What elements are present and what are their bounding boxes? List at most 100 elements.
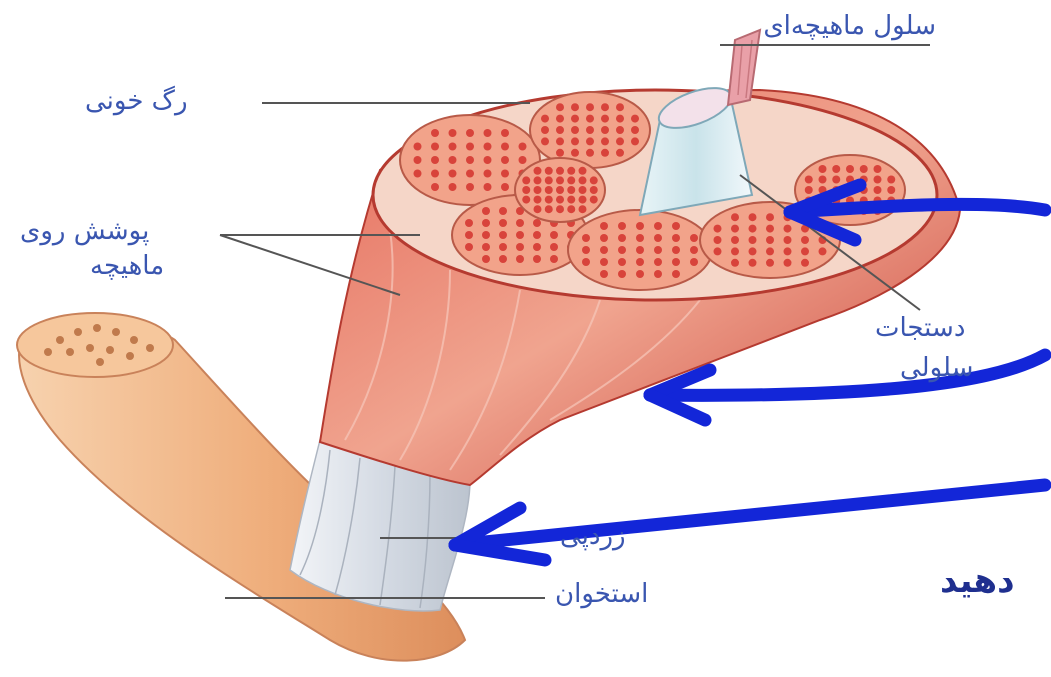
fiber-dot — [766, 213, 774, 221]
fiber-dot — [749, 236, 757, 244]
fiber-dot — [571, 149, 579, 157]
fiber-dot — [516, 219, 524, 227]
fiber-dot — [449, 129, 457, 137]
fiber-dot — [516, 255, 524, 263]
fiber-dot — [801, 236, 809, 244]
fiber-dot — [819, 247, 827, 255]
fiber-dot — [749, 225, 757, 233]
fiber-dot — [556, 103, 564, 111]
fiber-dot — [466, 170, 474, 178]
fiber-dot — [766, 225, 774, 233]
fiber-dot — [556, 126, 564, 134]
fiber-dot — [601, 137, 609, 145]
fiber-dot — [714, 225, 722, 233]
fiber-dot — [484, 156, 492, 164]
fiber-dot — [579, 196, 587, 204]
fiber-dot — [801, 247, 809, 255]
fiber-dot — [805, 186, 813, 194]
fiber-dot — [519, 156, 527, 164]
fiber-dot — [618, 246, 626, 254]
fiber-dot — [556, 115, 564, 123]
fiber-dot — [731, 213, 739, 221]
fiber-dot — [600, 246, 608, 254]
fiber-dot — [431, 183, 439, 191]
fiber-dot — [601, 126, 609, 134]
fiber-dot — [600, 222, 608, 230]
fiber-dot — [672, 246, 680, 254]
fiber-dot — [784, 247, 792, 255]
fiber-dot — [636, 222, 644, 230]
fiber-dot — [749, 259, 757, 267]
fiber-dot — [449, 183, 457, 191]
fiber-dot — [586, 115, 594, 123]
fiber-dot — [601, 115, 609, 123]
fiber-dot — [631, 115, 639, 123]
fiber-dot — [832, 165, 840, 173]
fiber-dot — [714, 247, 722, 255]
arrow-2 — [650, 355, 1045, 420]
fiber-dot — [545, 205, 553, 213]
fiber-dot — [484, 183, 492, 191]
fiber-dot — [449, 143, 457, 151]
fiber-dot — [586, 103, 594, 111]
fiber-dot — [582, 234, 590, 242]
fiber-dot — [590, 186, 598, 194]
fiber-dot — [541, 137, 549, 145]
fiber-dot — [484, 129, 492, 137]
fiber-dot — [466, 129, 474, 137]
fiber-dot — [499, 219, 507, 227]
fiber-dot — [672, 258, 680, 266]
fiber-dot — [466, 156, 474, 164]
fiber-dot — [414, 156, 422, 164]
fiber-dot — [499, 207, 507, 215]
fiber-dot — [731, 236, 739, 244]
fiber-dot — [533, 231, 541, 239]
fiber-dot — [887, 176, 895, 184]
fiber-dot — [533, 219, 541, 227]
fiber-dot — [482, 231, 490, 239]
fiber-dot — [579, 186, 587, 194]
fiber-dot — [501, 143, 509, 151]
fiber-dot — [874, 165, 882, 173]
fiber-dot — [522, 186, 530, 194]
fiber-dot — [465, 219, 473, 227]
fiber-dot — [654, 222, 662, 230]
fiber-dot — [654, 234, 662, 242]
fiber-dot — [499, 243, 507, 251]
fiber-dot — [541, 115, 549, 123]
fiber-dot — [690, 258, 698, 266]
fiber-dot — [819, 176, 827, 184]
label-connective-line1: دستجات — [875, 312, 965, 345]
fiber-dot — [618, 258, 626, 266]
fiber-dot — [533, 255, 541, 263]
fiber-dot — [616, 149, 624, 157]
label-connective-line2: سلولی — [900, 352, 973, 385]
fiber-dot — [600, 258, 608, 266]
fiber-dot — [805, 176, 813, 184]
fiber-dot — [636, 234, 644, 242]
fiber-dot — [550, 243, 558, 251]
fiber-dot — [522, 196, 530, 204]
fiber-dot — [545, 196, 553, 204]
fiber-dot — [766, 259, 774, 267]
fiber-dot — [499, 231, 507, 239]
fiber-dot — [590, 196, 598, 204]
fiber-dot — [636, 258, 644, 266]
fiber-dot — [887, 186, 895, 194]
fiber-dot — [466, 143, 474, 151]
fiber-dot — [601, 149, 609, 157]
fiber-dot — [586, 137, 594, 145]
fiber-dot — [567, 167, 575, 175]
fiber-dot — [731, 259, 739, 267]
arrow-3 — [455, 485, 1045, 560]
fiber-dot — [582, 258, 590, 266]
label-sheath-line1: پوشش روی — [20, 215, 149, 248]
fiber-dot — [618, 234, 626, 242]
fiber-dot — [616, 103, 624, 111]
fiber-dot — [414, 143, 422, 151]
fiber-dot — [579, 205, 587, 213]
fiber-dot — [616, 137, 624, 145]
fiber-dot — [579, 176, 587, 184]
fiber-dot — [556, 137, 564, 145]
fiber-dot — [501, 170, 509, 178]
